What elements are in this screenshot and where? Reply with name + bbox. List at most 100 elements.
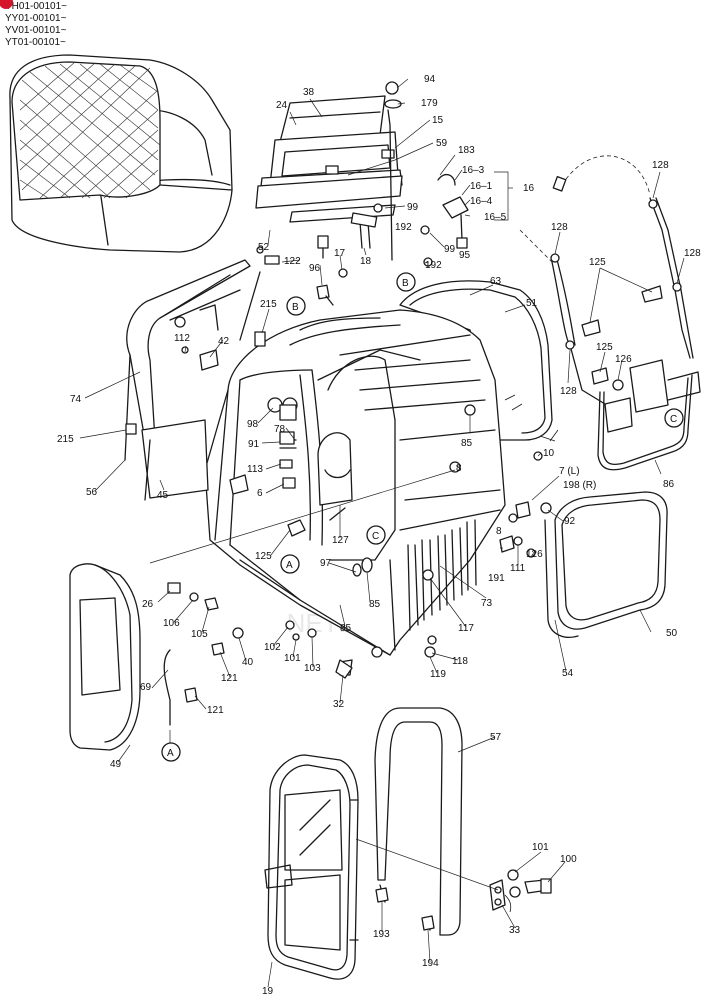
part-label-8-b: 8 <box>496 526 502 537</box>
ref-label-c1: C <box>670 414 677 425</box>
part-label-183: 183 <box>458 145 475 156</box>
part-label-98: 98 <box>247 419 259 430</box>
part-label-74: 74 <box>70 394 82 405</box>
part-label-128-a: 128 <box>652 160 669 171</box>
part-label-24: 24 <box>276 100 288 111</box>
part-label-8-a: 8 <box>456 463 462 474</box>
part-label-128-c: 128 <box>684 248 701 259</box>
part-label-96: 96 <box>309 263 321 274</box>
part-label-179: 179 <box>421 98 438 109</box>
part-label-100: 100 <box>560 854 577 865</box>
part-label-15: 15 <box>432 115 444 126</box>
part-label-10: 10 <box>543 448 555 459</box>
part-label-33: 33 <box>509 925 521 936</box>
part-label-101-a: 101 <box>284 653 301 664</box>
part-label-194: 194 <box>422 958 439 969</box>
ref-circle-b2 <box>396 272 416 292</box>
part-label-17: 17 <box>334 248 346 259</box>
ref-circle-c1 <box>664 408 684 428</box>
part-label-106: 106 <box>163 618 180 629</box>
part-label-117: 117 <box>458 623 474 634</box>
side-window-left <box>124 259 261 501</box>
serial-range-3: YV01-00101~ <box>5 25 67 36</box>
part-label-16-3: 16–3 <box>462 165 485 176</box>
part-label-94: 94 <box>424 74 436 85</box>
part-label-125-a: 125 <box>589 257 606 268</box>
roof-window-stack <box>255 95 403 223</box>
part-label-52: 52 <box>258 242 270 253</box>
part-label-122: 122 <box>284 256 301 267</box>
part-label-118: 118 <box>452 656 468 667</box>
ref-circle-a2 <box>161 742 181 762</box>
part-label-6: 6 <box>257 488 263 499</box>
part-label-112: 112 <box>174 333 190 344</box>
part-label-32: 32 <box>333 699 345 710</box>
serial-range-4: YT01-00101~ <box>5 37 66 48</box>
part-label-50: 50 <box>666 628 678 639</box>
cab-door <box>264 707 552 980</box>
part-label-51: 51 <box>526 298 538 309</box>
ref-label-b2: B <box>402 278 409 289</box>
part-label-101-b: 101 <box>532 842 549 853</box>
serial-range-2: YY01-00101~ <box>5 13 67 24</box>
page-marker-icon <box>0 0 13 9</box>
part-label-128-b: 128 <box>551 222 568 233</box>
ref-label-b1: B <box>292 302 299 313</box>
part-label-85-b: 85 <box>369 599 381 610</box>
part-label-113: 113 <box>247 464 263 475</box>
part-label-16-1: 16–1 <box>470 181 493 192</box>
part-label-128-d: 128 <box>560 386 577 397</box>
part-label-191: 191 <box>488 573 505 584</box>
part-label-49: 49 <box>110 759 122 770</box>
part-label-125-c: 125 <box>255 551 272 562</box>
part-label-19: 19 <box>262 986 274 997</box>
part-label-45: 45 <box>157 490 169 501</box>
part-label-86: 86 <box>663 479 675 490</box>
part-label-99-b: 99 <box>444 244 456 255</box>
part-label-126-b: 126 <box>526 549 543 560</box>
ref-label-a1: A <box>286 560 293 571</box>
part-label-85-c: 85 <box>340 623 352 634</box>
ref-label-c2: C <box>372 531 379 542</box>
part-label-192-a: 192 <box>395 222 412 233</box>
part-label-92: 92 <box>564 516 576 527</box>
part-label-85-a: 85 <box>461 438 473 449</box>
leader-lines <box>79 78 685 988</box>
gas-strut-assembly <box>256 81 469 306</box>
seat-assembly-drawing <box>9 54 233 253</box>
part-labels: 94 179 38 24 15 59 183 16–3 16–1 16–4 16… <box>57 74 701 997</box>
part-label-125-b: 125 <box>596 342 613 353</box>
part-label-103: 103 <box>304 663 321 674</box>
cab-frame-body <box>204 309 506 676</box>
part-label-105: 105 <box>191 629 208 640</box>
part-label-59: 59 <box>436 138 448 149</box>
serial-range-1: YH01-00101~ <box>5 1 67 12</box>
ref-circle-a1 <box>280 554 300 574</box>
part-label-63: 63 <box>490 276 502 287</box>
part-label-57: 57 <box>490 732 502 743</box>
part-label-215-a: 215 <box>260 299 277 310</box>
part-label-215-b: 215 <box>57 434 74 445</box>
part-label-193: 193 <box>373 929 390 940</box>
side-window-right <box>544 491 668 638</box>
part-label-78: 78 <box>274 424 286 435</box>
part-label-198-r: 198 (R) <box>563 480 596 491</box>
part-label-16: 16 <box>523 183 535 194</box>
part-label-121-a: 121 <box>221 673 238 684</box>
part-label-119: 119 <box>430 669 446 680</box>
part-label-121-b: 121 <box>207 705 224 716</box>
part-label-91: 91 <box>248 439 260 450</box>
part-label-97: 97 <box>320 558 332 569</box>
part-label-7-l: 7 (L) <box>559 466 580 477</box>
ref-circle-c2 <box>366 525 386 545</box>
part-label-54: 54 <box>562 668 574 679</box>
rear-window-panel <box>399 280 553 441</box>
part-label-42: 42 <box>218 336 230 347</box>
part-label-69: 69 <box>140 682 152 693</box>
part-label-95: 95 <box>459 250 471 261</box>
part-label-73: 73 <box>481 598 493 609</box>
ref-circle-b1 <box>286 296 306 316</box>
part-label-16-5: 16–5 <box>484 212 507 223</box>
